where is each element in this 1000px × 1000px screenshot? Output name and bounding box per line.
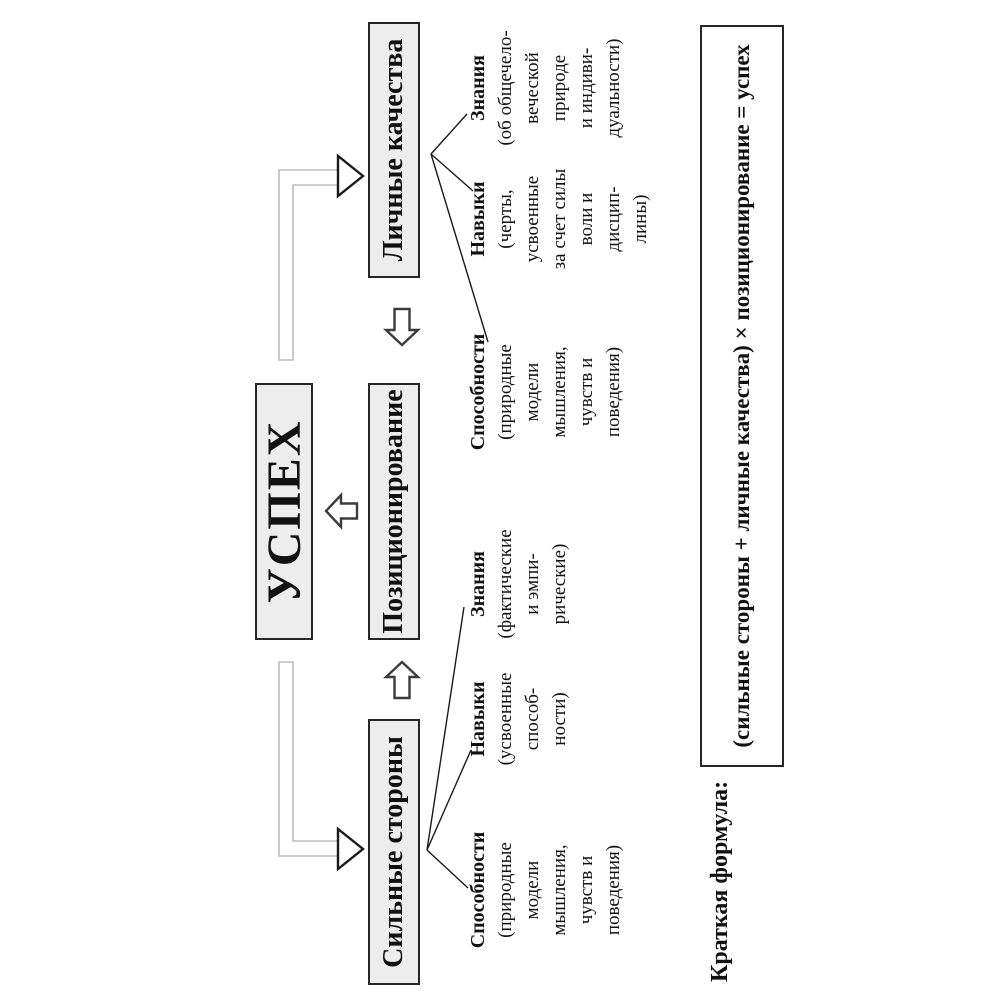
term-strengths-abilities: Способности (природные модели мышления, … bbox=[465, 818, 627, 962]
term-personal-knowledge: Знания (об общечело- веческой природе и … bbox=[465, 14, 627, 162]
term-personal-abilities: Способности (природные модели мышления, … bbox=[465, 320, 627, 464]
term-title: Способности bbox=[467, 831, 489, 949]
block-arrow-personal-to-positioning bbox=[382, 307, 422, 347]
block-arrow-positioning-to-success bbox=[324, 491, 359, 531]
formula-box: (сильные стороны + личные качества) × по… bbox=[700, 25, 784, 767]
positioning-box: Позиционирование bbox=[368, 383, 420, 640]
formula-label: Краткая формула: bbox=[707, 780, 733, 982]
strengths-box: Сильные стороны bbox=[368, 719, 420, 985]
term-description: (природные модели мышления, чувств и пов… bbox=[495, 842, 624, 938]
connector-lines-strengths bbox=[426, 606, 472, 889]
connector-lines-personal bbox=[430, 113, 489, 343]
term-title: Навыки bbox=[467, 681, 489, 757]
term-strengths-skills: Навыки (усвоенные способ- ности) bbox=[465, 652, 573, 786]
term-title: Знания bbox=[467, 551, 489, 617]
term-description: (об общечело- веческой природе и индиви-… bbox=[495, 30, 624, 146]
success-box: УСПЕХ bbox=[255, 383, 313, 640]
term-description: (фактические и эмпи- рические) bbox=[495, 529, 570, 639]
term-title: Способности bbox=[467, 333, 489, 451]
term-description: (черты, усвоенные за счет силы воли и ди… bbox=[495, 168, 651, 270]
bent-arrow-to-personal-qualities bbox=[278, 153, 365, 361]
term-title: Навыки bbox=[467, 181, 489, 257]
term-description: (природные модели мышления, чувств и пов… bbox=[495, 344, 624, 440]
formula-text: (сильные стороны + личные качества) × по… bbox=[729, 44, 754, 748]
term-strengths-knowledge: Знания (фактические и эмпи- рические) bbox=[465, 512, 573, 656]
term-personal-skills: Навыки (черты, усвоенные за счет силы во… bbox=[465, 152, 654, 286]
term-description: (усвоенные способ- ности) bbox=[495, 672, 570, 766]
bent-arrow-to-strengths bbox=[278, 661, 365, 872]
personal-qualities-box: Личные качества bbox=[368, 22, 420, 278]
block-arrow-strengths-to-positioning bbox=[382, 660, 422, 700]
term-title: Знания bbox=[467, 55, 489, 121]
